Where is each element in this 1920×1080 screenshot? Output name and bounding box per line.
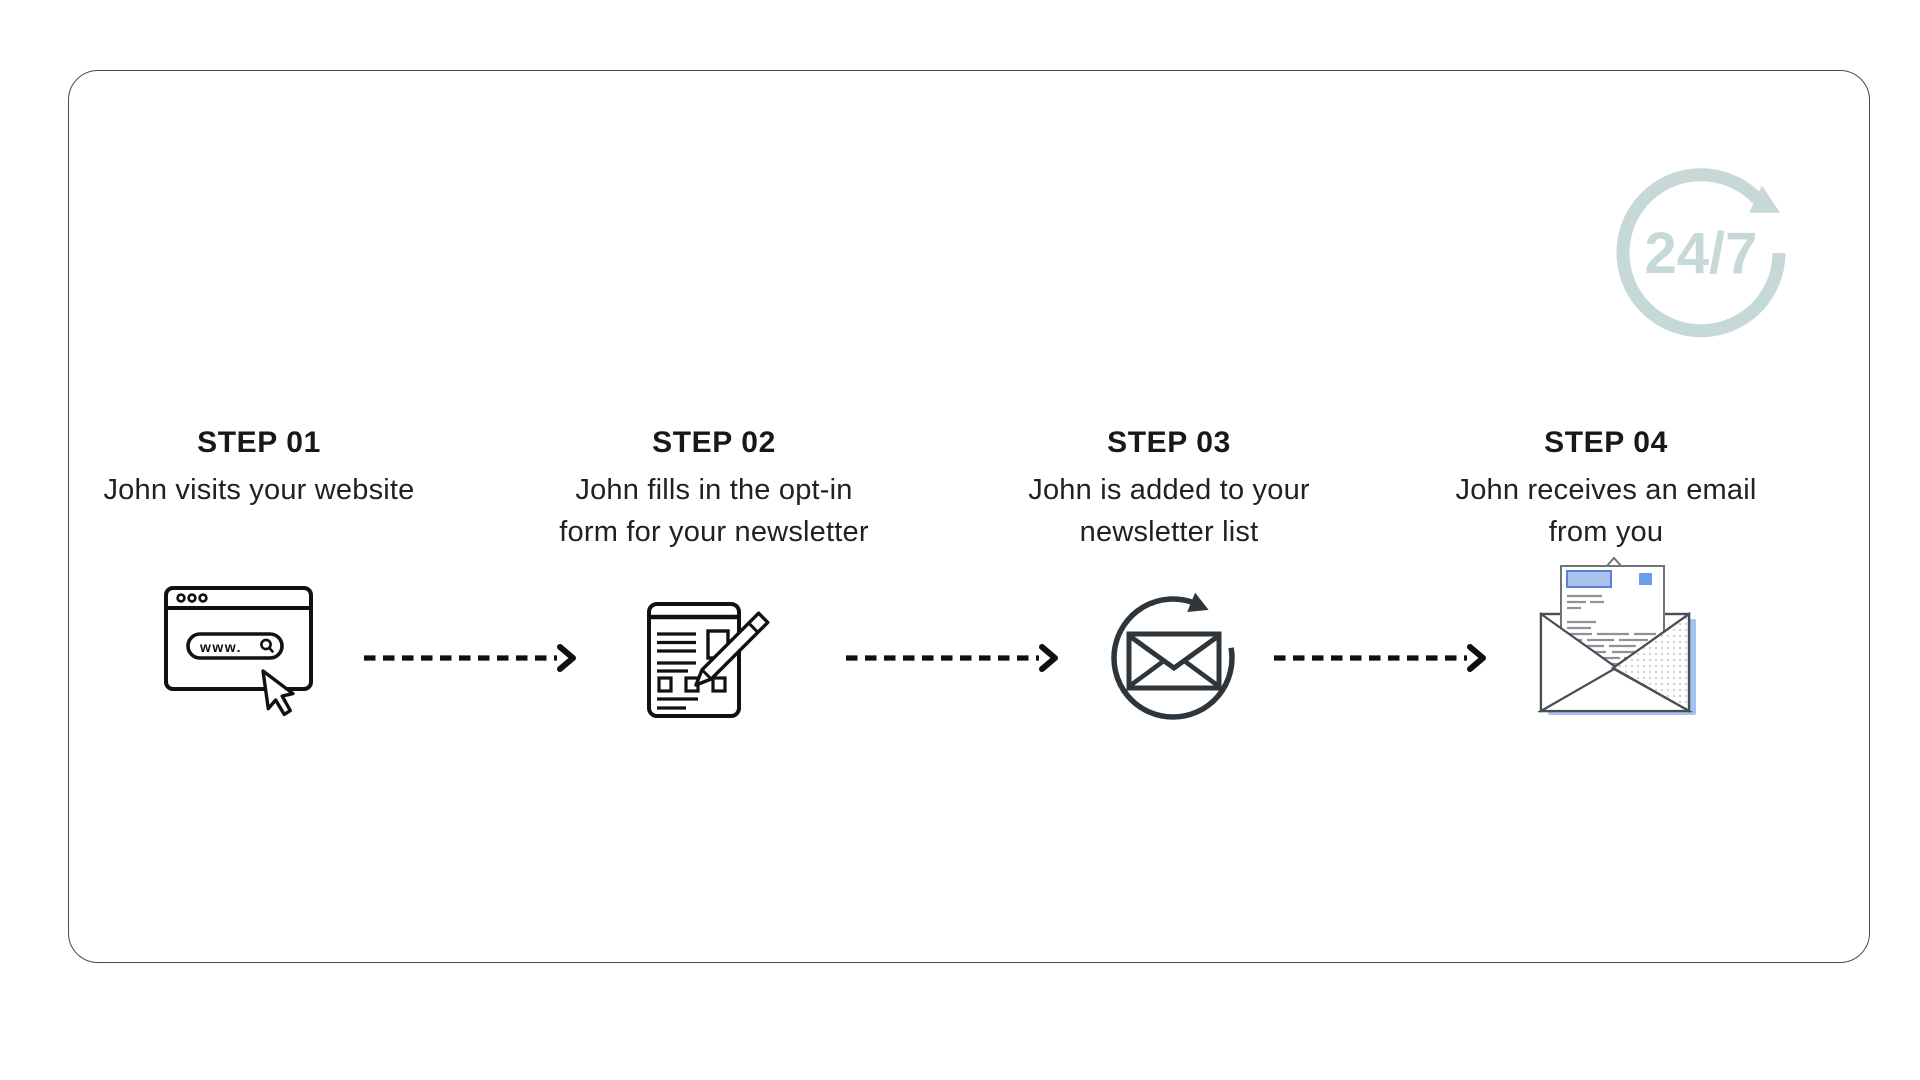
step-column-3: STEP 03 John is added to your newsletter… [959, 426, 1379, 553]
envelope-flaps [1536, 611, 1694, 713]
step-title: STEP 02 [652, 426, 776, 459]
address-text: www. [199, 639, 242, 655]
step-description: John visits your website [103, 474, 415, 506]
step-description: John is added to your newsletter list [1028, 474, 1310, 548]
search-icon [260, 638, 274, 653]
step-description: John receives an email from you [1455, 474, 1757, 548]
step-description: John fills in the opt-in form for your n… [559, 474, 869, 548]
window-dots-icon [176, 593, 208, 603]
dashed-arrow [1274, 644, 1486, 672]
step-column-2: STEP 02 John fills in the opt-in form fo… [504, 426, 924, 553]
browser-window-icon: www. [164, 586, 313, 717]
dashed-arrow [846, 644, 1058, 672]
letter-header [1566, 570, 1612, 588]
sync-arrow-icon [1111, 592, 1235, 720]
step-column-4: STEP 04 John receives an email from you [1396, 426, 1816, 553]
checkbox-icons [657, 676, 727, 693]
step-title: STEP 03 [1107, 426, 1231, 459]
stamp-icon [1639, 573, 1652, 585]
dashed-arrow [364, 644, 576, 672]
address-bar: www. [186, 632, 284, 660]
email-received-icon [1536, 556, 1696, 715]
envelope-icon [1126, 631, 1222, 691]
24-7-badge: 24/7 [1616, 168, 1786, 338]
mouse-cursor-icon [261, 669, 295, 717]
process-flow-card: 24/7 STEP 01 John visits your website ST… [68, 70, 1870, 963]
newsletter-sync-icon [1111, 592, 1235, 720]
step-title: STEP 01 [197, 426, 321, 459]
badge-label: 24/7 [1645, 221, 1758, 286]
step-title: STEP 04 [1544, 426, 1668, 459]
optin-form-icon [647, 602, 770, 718]
step-column-1: STEP 01 John visits your website [49, 426, 469, 511]
pencil-icon [694, 611, 770, 687]
refresh-arrow-icon [1616, 168, 1786, 338]
